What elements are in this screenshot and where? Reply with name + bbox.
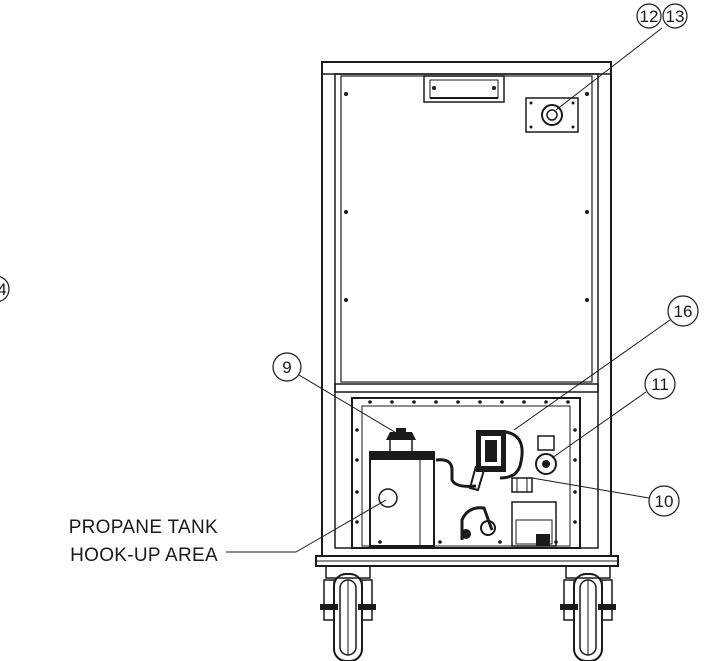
- callout-4: 4: [0, 276, 10, 302]
- base-rail: [315, 555, 619, 567]
- gas-hoses: [435, 458, 496, 540]
- callout-16: 16: [513, 295, 699, 431]
- callout-4-label: 4: [0, 280, 7, 299]
- right-caster-wheel: [560, 565, 616, 661]
- junction-box: [511, 501, 557, 547]
- callout-12-label: 12: [640, 7, 659, 26]
- propane-tank: [369, 428, 435, 547]
- callout-11-label: 11: [651, 375, 669, 394]
- upper-panel: [340, 75, 593, 383]
- callout-16-label: 16: [674, 302, 693, 321]
- propane-label-line2: HOOK-UP AREA: [70, 545, 218, 566]
- propane-area-callout: PROPANE TANK HOOK-UP AREA: [69, 499, 387, 566]
- cabinet-frame: [321, 61, 612, 557]
- callout-9-label: 9: [282, 358, 291, 377]
- gas-fitting-plate: [525, 97, 579, 133]
- gas-valve-assembly: [468, 430, 524, 492]
- propane-label-line1: PROPANE TANK: [69, 517, 218, 538]
- connector-block: [511, 477, 533, 493]
- ignition-switch: [535, 435, 557, 475]
- callout-9: 9: [272, 352, 399, 435]
- callout-10: 10: [531, 477, 680, 517]
- handle-bracket: [423, 75, 505, 103]
- lower-compartment: [351, 397, 581, 549]
- left-caster-wheel: [320, 565, 376, 661]
- callout-13-label: 13: [666, 7, 685, 26]
- callout-12: 12: [636, 3, 662, 29]
- callout-10-label: 10: [655, 492, 674, 511]
- callout-11: 11: [551, 368, 676, 459]
- callout-13: 13: [555, 3, 688, 111]
